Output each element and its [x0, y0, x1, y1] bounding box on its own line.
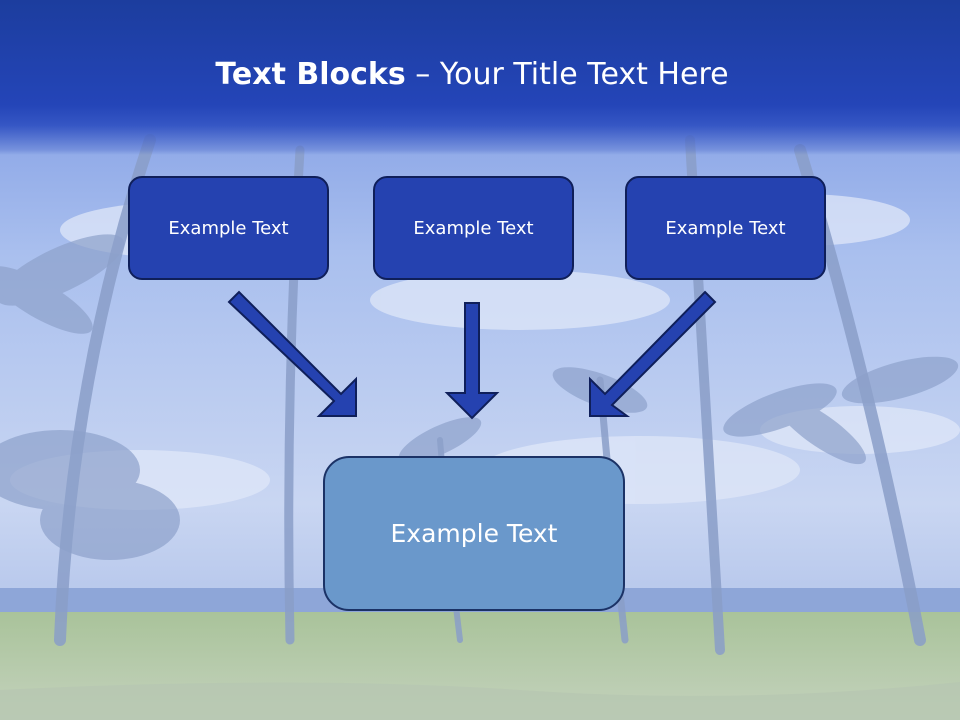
text-block-right-label: Example Text — [665, 217, 786, 239]
text-block-result-label: Example Text — [390, 519, 558, 548]
title-separator: – — [405, 57, 440, 92]
text-block-center: Example Text — [373, 176, 574, 280]
arrow-diagonal-left — [589, 290, 717, 417]
text-block-right: Example Text — [625, 176, 826, 280]
arrow-down — [444, 302, 500, 420]
text-block-left: Example Text — [128, 176, 329, 280]
title-bold-part: Text Blocks — [215, 57, 406, 92]
title-bar — [0, 0, 960, 155]
arrow-diagonal-right — [227, 290, 357, 417]
title-rest-part: Your Title Text Here — [439, 57, 729, 92]
text-block-left-label: Example Text — [168, 217, 289, 239]
text-block-center-label: Example Text — [413, 217, 534, 239]
text-block-result: Example Text — [323, 456, 625, 611]
slide-title: Text Blocks – Your Title Text Here — [0, 52, 944, 98]
